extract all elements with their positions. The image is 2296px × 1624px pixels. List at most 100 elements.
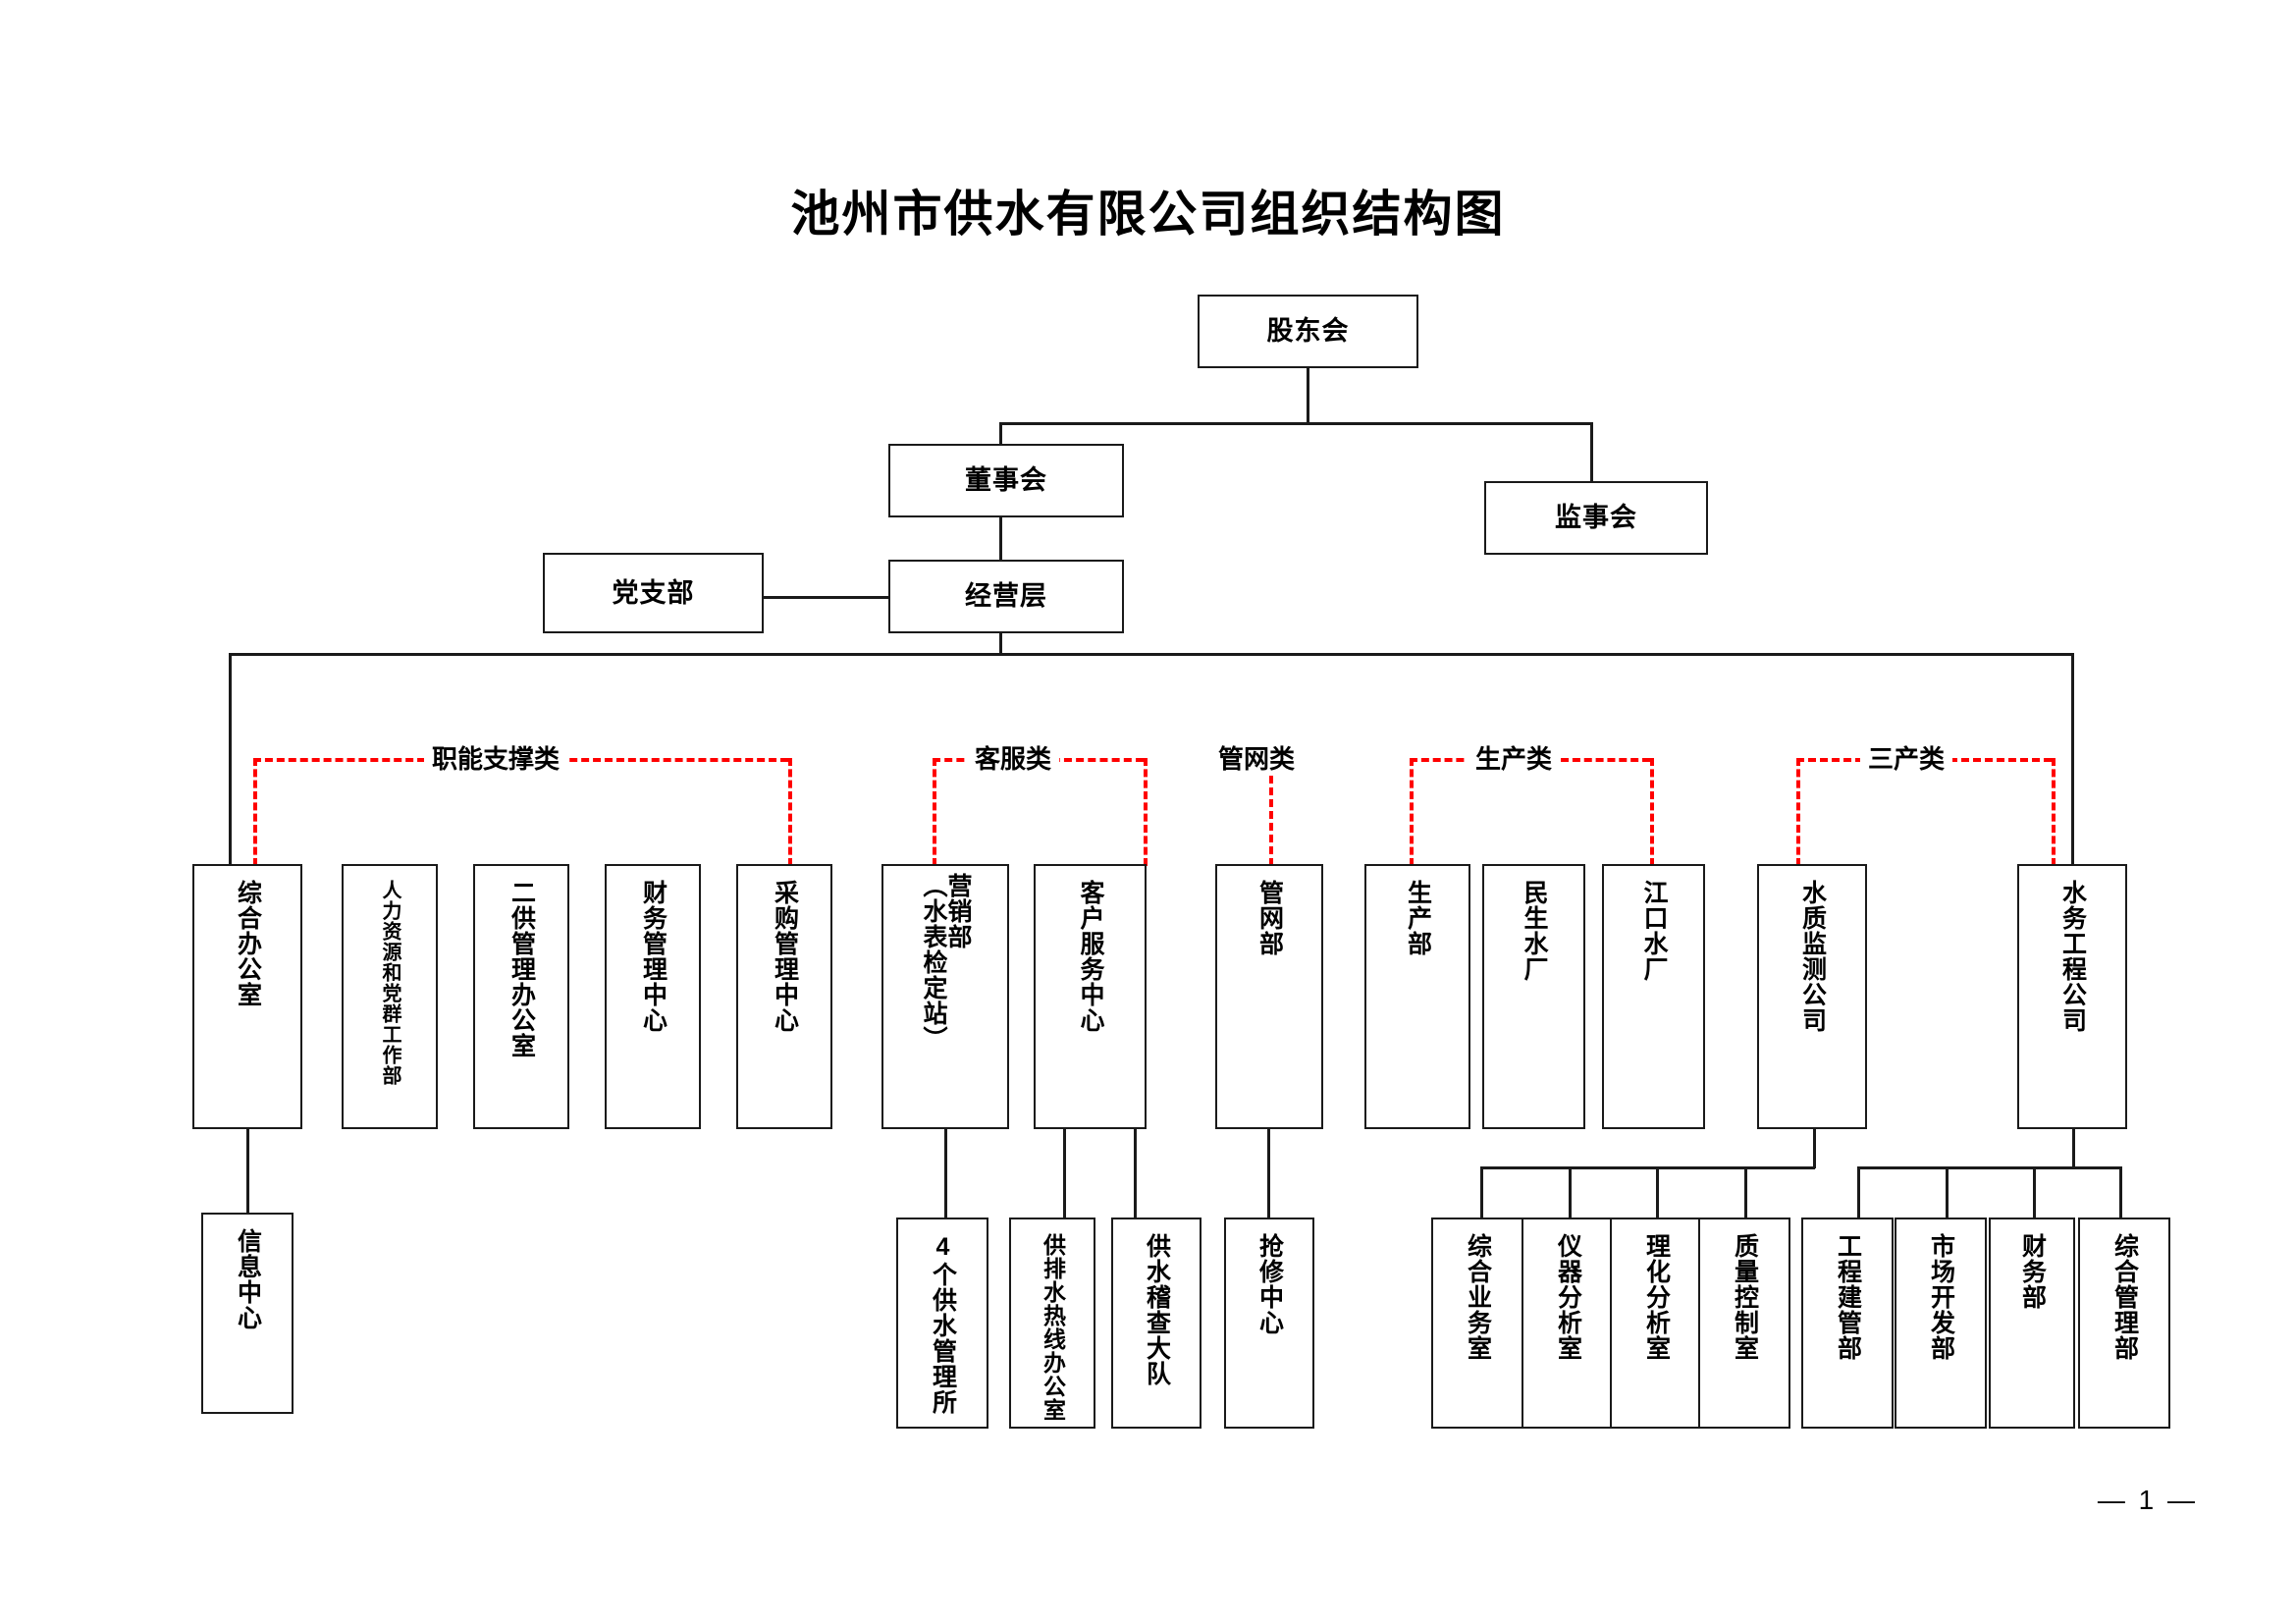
node-info-center-label: 信息中心 bbox=[234, 1228, 262, 1330]
node-hotline-office[interactable]: 供排水热线办公室 bbox=[1009, 1218, 1095, 1429]
node-engineering-construction-dept[interactable]: 工程建管部 bbox=[1801, 1218, 1894, 1429]
node-instrument-analysis-room[interactable]: 仪器分析室 bbox=[1522, 1218, 1614, 1429]
node-finance-center-label: 财务管理中心 bbox=[639, 880, 667, 1033]
node-comprehensive-business-room[interactable]: 综合业务室 bbox=[1431, 1218, 1523, 1429]
node-production-dept[interactable]: 生产部 bbox=[1364, 864, 1470, 1129]
group-bracket-customer-service-right bbox=[1144, 758, 1148, 866]
page-title: 池州市供水有限公司组织结构图 bbox=[790, 186, 1506, 243]
node-water-engineering-company[interactable]: 水务工程公司 bbox=[2017, 864, 2127, 1129]
node-info-center[interactable]: 信息中心 bbox=[201, 1213, 294, 1414]
node-finance-center[interactable]: 财务管理中心 bbox=[605, 864, 701, 1129]
node-physchem-analysis-room-label: 理化分析室 bbox=[1642, 1233, 1671, 1361]
connector-wq-bus bbox=[1480, 1166, 1815, 1169]
category-label-pipe-network: 管网类 bbox=[1210, 739, 1304, 776]
node-marketing-dept-line2: （水表检定站） bbox=[920, 873, 947, 1052]
node-minsheng-plant[interactable]: 民生水厂 bbox=[1482, 864, 1585, 1129]
node-pipe-network-dept-label: 管网部 bbox=[1255, 880, 1284, 956]
group-bracket-customer-service-left bbox=[933, 758, 936, 866]
connector-wq-stem bbox=[1813, 1129, 1816, 1168]
node-comprehensive-management-dept[interactable]: 综合管理部 bbox=[2078, 1218, 2170, 1429]
node-finance-dept-label: 财务部 bbox=[2018, 1233, 2047, 1310]
node-engineering-construction-dept-label: 工程建管部 bbox=[1834, 1233, 1862, 1361]
connector-we-dept3 bbox=[2033, 1166, 2036, 1218]
node-four-supply-stations[interactable]: 4个供水管理所 bbox=[896, 1218, 988, 1429]
connector-we-dept1 bbox=[1857, 1166, 1860, 1218]
connector-we-stem bbox=[2072, 1129, 2075, 1168]
node-party-branch-label: 党支部 bbox=[612, 577, 695, 608]
node-inspection-brigade[interactable]: 供水稽查大队 bbox=[1111, 1218, 1201, 1429]
node-repair-center[interactable]: 抢修中心 bbox=[1224, 1218, 1314, 1429]
node-water-quality-company-label: 水质监测公司 bbox=[1798, 880, 1827, 1033]
connector-we-dept4 bbox=[2119, 1166, 2122, 1218]
group-bracket-production-right bbox=[1650, 758, 1654, 866]
node-marketing-dept-line1: 营销部 bbox=[944, 873, 972, 949]
connector-wq-lab3 bbox=[1656, 1166, 1659, 1218]
node-customer-service-center[interactable]: 客户服务中心 bbox=[1034, 864, 1147, 1129]
connector-board-to-management bbox=[999, 517, 1002, 560]
group-bracket-pipe-network-drop bbox=[1269, 776, 1273, 866]
connector-main-bus-right-drop bbox=[2071, 653, 2074, 864]
connector-wq-lab4 bbox=[1744, 1166, 1747, 1218]
node-hr-party-label: 人力资源和党群工作部 bbox=[379, 880, 400, 1086]
connector-supervisory-drop bbox=[1590, 422, 1593, 481]
connector-wq-lab2 bbox=[1569, 1166, 1572, 1218]
connector-cs-child2 bbox=[1134, 1129, 1137, 1218]
node-four-supply-stations-label: 4个供水管理所 bbox=[929, 1233, 957, 1415]
category-label-production: 生产类 bbox=[1468, 739, 1561, 776]
node-market-development-dept[interactable]: 市场开发部 bbox=[1895, 1218, 1987, 1429]
node-procurement-center[interactable]: 采购管理中心 bbox=[736, 864, 832, 1129]
category-label-customer-service: 客服类 bbox=[967, 739, 1060, 776]
node-repair-center-label: 抢修中心 bbox=[1255, 1233, 1284, 1335]
page-footer: — 1 — bbox=[2097, 1485, 2198, 1515]
node-customer-service-center-label: 客户服务中心 bbox=[1077, 880, 1104, 1033]
connector-pipe-to-repair bbox=[1267, 1129, 1270, 1218]
node-minsheng-plant-label: 民生水厂 bbox=[1521, 880, 1548, 982]
node-quality-control-room-label: 质量控制室 bbox=[1731, 1233, 1759, 1361]
node-physchem-analysis-room[interactable]: 理化分析室 bbox=[1610, 1218, 1702, 1429]
group-bracket-tertiary-right bbox=[2052, 758, 2056, 866]
group-bracket-production-left bbox=[1410, 758, 1414, 866]
node-marketing-dept-text: 营销部 （水表检定站） bbox=[883, 859, 1007, 1134]
node-management-label: 经营层 bbox=[965, 581, 1047, 612]
node-hr-party[interactable]: 人力资源和党群工作部 bbox=[342, 864, 438, 1129]
connector-party-to-management bbox=[764, 596, 888, 599]
category-label-tertiary: 三产类 bbox=[1860, 739, 1953, 776]
node-marketing-dept[interactable]: 营销部 （水表检定站） bbox=[881, 864, 1009, 1129]
node-shareholders[interactable]: 股东会 bbox=[1198, 295, 1418, 368]
connector-we-bus bbox=[1857, 1166, 2120, 1169]
connector-general-office-to-info-center bbox=[246, 1129, 249, 1213]
node-supervisory[interactable]: 监事会 bbox=[1484, 481, 1708, 555]
node-secondary-supply[interactable]: 二供管理办公室 bbox=[473, 864, 569, 1129]
connector-management-stem bbox=[999, 633, 1002, 655]
connector-main-bus-left-drop bbox=[229, 653, 232, 864]
node-production-dept-label: 生产部 bbox=[1404, 880, 1432, 956]
node-shareholders-label: 股东会 bbox=[1266, 316, 1350, 347]
node-hotline-office-label: 供排水热线办公室 bbox=[1040, 1233, 1066, 1422]
node-procurement-center-label: 采购管理中心 bbox=[771, 880, 799, 1033]
node-water-quality-company[interactable]: 水质监测公司 bbox=[1757, 864, 1867, 1129]
group-bracket-functional-support-left bbox=[253, 758, 257, 866]
node-secondary-supply-label: 二供管理办公室 bbox=[507, 880, 536, 1058]
node-water-engineering-company-label: 水务工程公司 bbox=[2058, 880, 2087, 1033]
node-finance-dept[interactable]: 财务部 bbox=[1989, 1218, 2075, 1429]
node-general-office-label: 综合办公室 bbox=[234, 880, 262, 1007]
node-jiangkou-plant[interactable]: 江口水厂 bbox=[1602, 864, 1705, 1129]
node-party-branch[interactable]: 党支部 bbox=[543, 553, 764, 633]
group-bracket-tertiary-left bbox=[1796, 758, 1800, 866]
connector-main-bus bbox=[229, 653, 2074, 656]
node-board[interactable]: 董事会 bbox=[888, 444, 1124, 517]
category-label-functional-support: 职能支撑类 bbox=[424, 739, 568, 776]
connector-we-dept2 bbox=[1946, 1166, 1949, 1218]
connector-cs-child1 bbox=[1063, 1129, 1066, 1218]
node-general-office[interactable]: 综合办公室 bbox=[192, 864, 302, 1129]
node-board-label: 董事会 bbox=[965, 465, 1047, 496]
node-management[interactable]: 经营层 bbox=[888, 560, 1124, 633]
node-quality-control-room[interactable]: 质量控制室 bbox=[1698, 1218, 1790, 1429]
node-market-development-dept-label: 市场开发部 bbox=[1927, 1233, 1955, 1361]
connector-marketing-to-stations bbox=[944, 1129, 947, 1218]
node-pipe-network-dept[interactable]: 管网部 bbox=[1215, 864, 1323, 1129]
connector-shareholders-bus bbox=[999, 422, 1593, 425]
node-inspection-brigade-label: 供水稽查大队 bbox=[1143, 1233, 1171, 1386]
connector-board-drop bbox=[999, 422, 1002, 444]
